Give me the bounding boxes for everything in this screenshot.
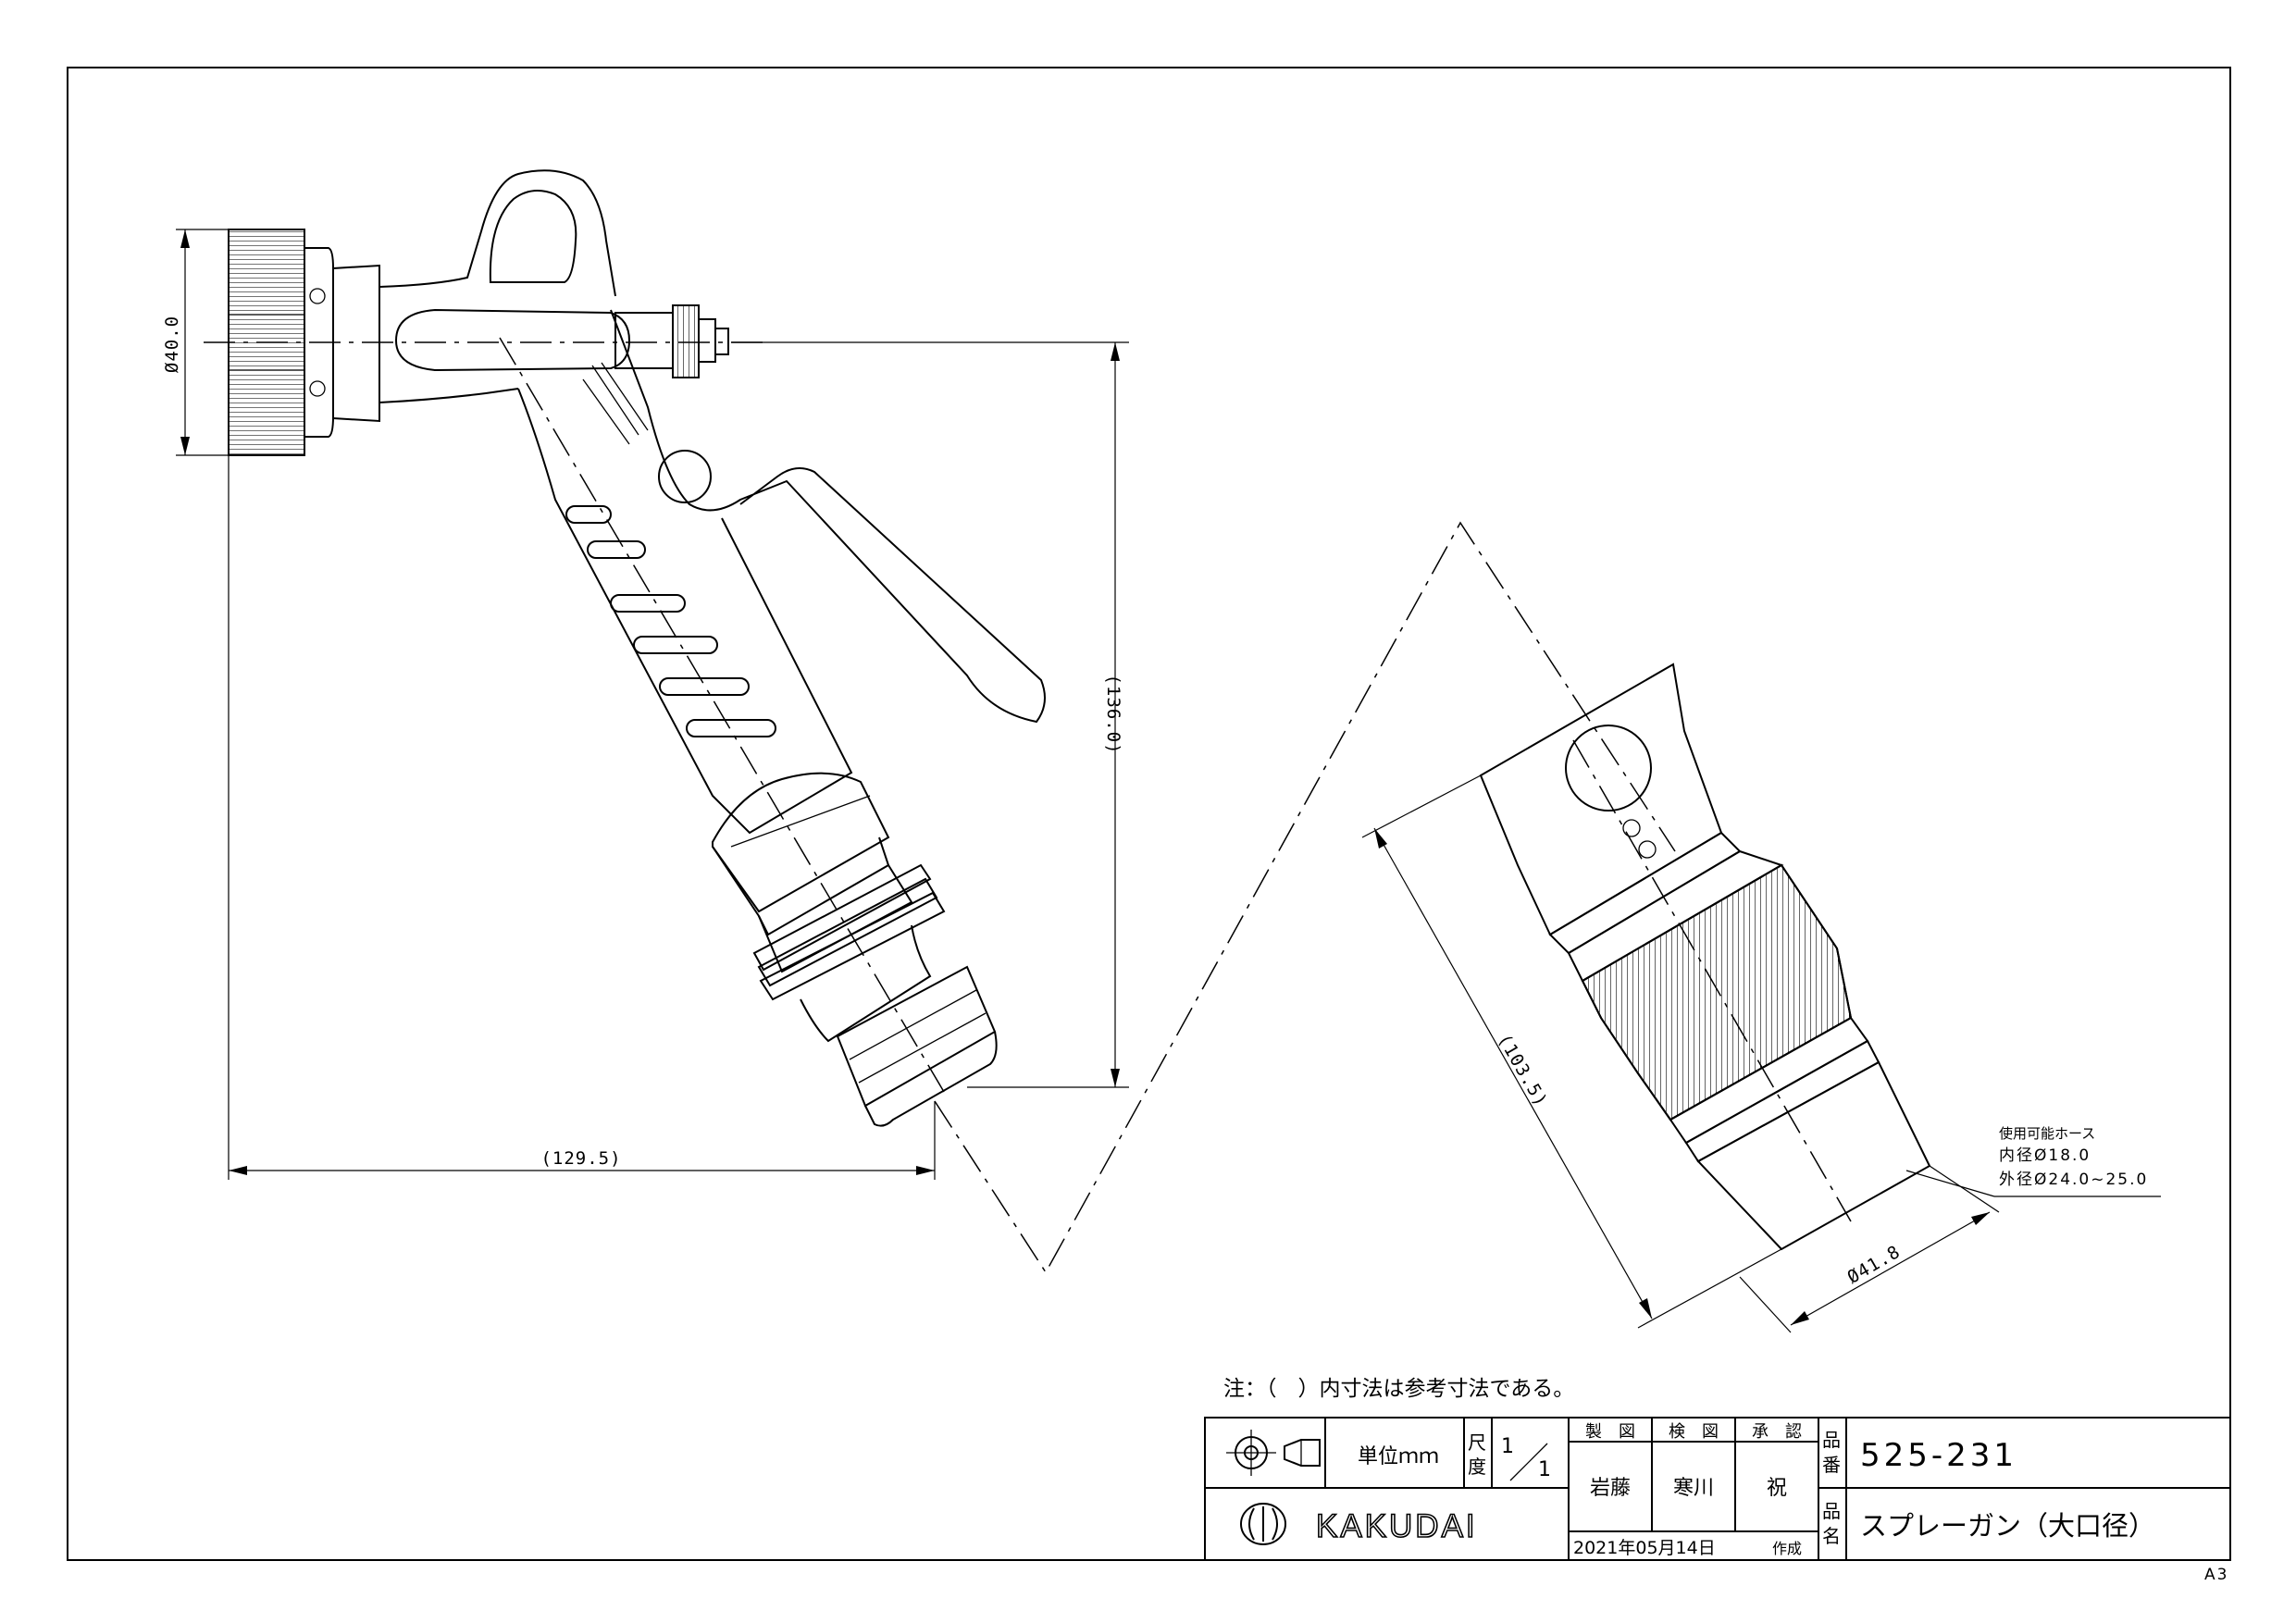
dim-nozzle-diameter: Ø40.0 [162,229,229,456]
dim-coupler-diameter: Ø41.8 [1739,1165,2000,1333]
third-angle-projection-icon [1226,1430,1321,1476]
coupler-view [1479,663,1931,1251]
spray-gun-side-view [204,169,1046,1127]
brand-name: KAKUDAI [1316,1508,1478,1544]
sheet-size: A3 [2204,1566,2228,1584]
scale-numerator: 1 [1501,1435,1514,1458]
trigger-pivot-pin [658,450,712,503]
part-no-label-top: 品 [1822,1429,1841,1451]
dim-length: (129.5) [228,455,936,1180]
hose-note-inner-diameter: 内径Ø18.0 [1999,1146,2091,1165]
coupler-release-button [1565,725,1652,812]
dim-coupler-length-label: (103.5) [1494,1031,1552,1110]
drawing-date: 2021年05月14日 [1573,1538,1716,1558]
hose-note-outer-diameter: 外径Ø24.0~25.0 [1999,1171,2148,1189]
approved-label: 承 認 [1752,1422,1802,1442]
reference-dimension-note: 注：（ ）内寸法は参考寸法である。 [1223,1377,1574,1401]
dim-nozzle-diameter-label: Ø40.0 [162,316,182,373]
part-name-label-bottom: 名 [1822,1525,1841,1547]
part-name: スプレーガン（大口径） [1860,1510,2155,1542]
checked-by: 寒川 [1673,1477,1714,1500]
hose-note: 使用可能ホース 内径Ø18.0 外径Ø24.0~25.0 [1905,1125,2161,1197]
section-line [934,521,1676,1274]
dim-coupler-diameter-label: Ø41.8 [1844,1242,1905,1288]
grip-slots [565,505,776,737]
made-by: 岩藤 [1590,1477,1631,1500]
scale-label-top: 尺 [1468,1431,1486,1454]
drawing-border [67,67,2231,1561]
scale-label-bottom: 度 [1468,1456,1486,1478]
dim-height-label: (136.0) [1103,674,1123,754]
dim-length-label: (129.5) [540,1148,621,1169]
dim-height: (136.0) [731,341,1129,1088]
created-label: 作成 [1772,1540,1802,1557]
unit-label: 単位ｍｍ [1358,1445,1439,1468]
part-name-label-top: 品 [1822,1500,1841,1522]
title-block: 単位ｍｍ 尺 度 1 1 KAKUDAI 製 図 検 図 承 認 岩藤 寒川 祝… [1204,1417,2231,1561]
scale-denominator: 1 [1538,1458,1551,1481]
made-label: 製 図 [1585,1422,1635,1442]
checked-label: 検 図 [1669,1422,1719,1442]
part-no-label-bottom: 番 [1822,1454,1841,1476]
hose-note-title: 使用可能ホース [1999,1125,2095,1142]
approved-by: 祝 [1767,1477,1787,1500]
part-number: 525-231 [1860,1437,2017,1474]
kakudai-logo: KAKUDAI [1240,1503,1478,1545]
